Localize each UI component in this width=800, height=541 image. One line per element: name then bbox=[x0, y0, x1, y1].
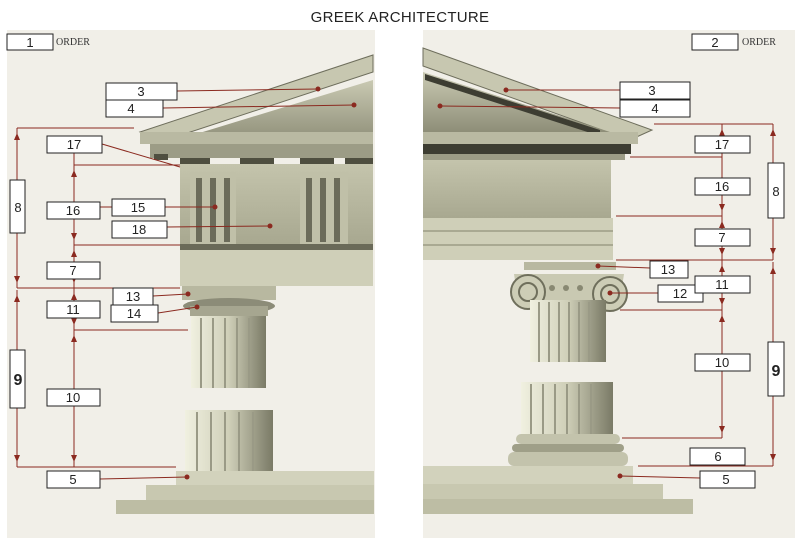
ionic-abacus bbox=[524, 262, 616, 270]
ionic-step-2 bbox=[423, 484, 663, 499]
order-caption-left: 1 ORDER bbox=[6, 33, 90, 51]
label-r3: 3 bbox=[619, 81, 691, 100]
ionic-tympanum bbox=[423, 72, 610, 132]
label-r11: 11 bbox=[694, 275, 751, 294]
order-number-left: 1 bbox=[26, 35, 33, 50]
label-r6: 6 bbox=[689, 447, 746, 466]
label-boxes-right: 3 4 17 8 16 7 13 12 11 10 9 6 5 bbox=[619, 81, 785, 489]
doric-mutules bbox=[150, 144, 373, 158]
label-l14: 14 bbox=[110, 304, 159, 323]
svg-text:11: 11 bbox=[66, 302, 80, 317]
doric-column-lower bbox=[185, 410, 273, 472]
label-r4: 4 bbox=[619, 99, 691, 118]
ionic-base-torus-1 bbox=[516, 434, 620, 444]
svg-text:16: 16 bbox=[715, 179, 729, 194]
doric-step-3 bbox=[116, 500, 374, 514]
label-l10: 10 bbox=[46, 388, 101, 407]
label-l4: 4 bbox=[105, 99, 164, 118]
order-caption-text-left: ORDER bbox=[56, 37, 90, 48]
label-r9: 9 bbox=[767, 341, 785, 397]
svg-text:6: 6 bbox=[714, 449, 721, 464]
svg-text:5: 5 bbox=[722, 472, 729, 487]
svg-text:4: 4 bbox=[127, 101, 134, 116]
svg-text:11: 11 bbox=[715, 277, 729, 292]
doric-step-2 bbox=[146, 485, 374, 500]
label-l18: 18 bbox=[111, 220, 168, 239]
svg-text:7: 7 bbox=[69, 263, 76, 278]
label-r16: 16 bbox=[694, 177, 751, 196]
svg-text:18: 18 bbox=[132, 222, 146, 237]
doric-stylobate bbox=[176, 471, 374, 485]
ionic-step-3 bbox=[423, 499, 693, 514]
label-r7: 7 bbox=[694, 228, 751, 247]
label-l8: 8 bbox=[9, 179, 26, 234]
label-l7: 7 bbox=[46, 261, 101, 280]
svg-text:15: 15 bbox=[131, 200, 145, 215]
doric-architrave bbox=[180, 250, 373, 286]
label-l5: 5 bbox=[46, 470, 101, 489]
label-l15: 15 bbox=[111, 198, 166, 217]
label-r5: 5 bbox=[699, 470, 756, 489]
svg-text:4: 4 bbox=[651, 101, 658, 116]
doric-abacus bbox=[182, 286, 276, 300]
svg-text:8: 8 bbox=[14, 200, 21, 215]
label-l9: 9 bbox=[9, 349, 26, 409]
svg-text:5: 5 bbox=[69, 472, 76, 487]
ionic-architrave bbox=[423, 218, 613, 260]
svg-text:12: 12 bbox=[673, 286, 687, 301]
diagram-title: GREEK ARCHITECTURE bbox=[310, 9, 490, 26]
ionic-building bbox=[422, 47, 693, 514]
label-r13: 13 bbox=[649, 260, 689, 279]
svg-text:3: 3 bbox=[648, 83, 655, 98]
label-l13: 13 bbox=[112, 287, 154, 306]
svg-text:3: 3 bbox=[137, 84, 144, 99]
label-l3: 3 bbox=[105, 82, 178, 101]
label-r10: 10 bbox=[694, 353, 751, 372]
doric-tympanum bbox=[170, 80, 373, 142]
doric-building bbox=[116, 54, 374, 514]
svg-text:9: 9 bbox=[14, 372, 23, 389]
svg-text:17: 17 bbox=[715, 137, 729, 152]
ionic-dentils bbox=[423, 144, 631, 154]
svg-text:13: 13 bbox=[661, 262, 675, 277]
ionic-stylobate bbox=[423, 466, 633, 484]
svg-text:14: 14 bbox=[127, 306, 141, 321]
order-caption-text-right: ORDER bbox=[742, 37, 776, 48]
leader-dots bbox=[184, 86, 623, 480]
label-l11: 11 bbox=[46, 300, 101, 319]
label-boxes-left: 3 4 17 8 16 15 18 7 13 11 14 9 10 5 bbox=[9, 82, 178, 489]
svg-text:10: 10 bbox=[715, 355, 729, 370]
ionic-dentils-raking bbox=[425, 74, 600, 136]
svg-text:16: 16 bbox=[66, 203, 80, 218]
order-number-right: 2 bbox=[711, 35, 718, 50]
ionic-base-torus-2 bbox=[508, 452, 628, 466]
svg-text:9: 9 bbox=[772, 363, 781, 380]
svg-text:7: 7 bbox=[718, 230, 725, 245]
doric-column-upper bbox=[191, 316, 266, 388]
svg-text:17: 17 bbox=[67, 137, 81, 152]
ionic-horizontal-cornice bbox=[423, 132, 638, 144]
doric-horizontal-cornice bbox=[140, 132, 373, 144]
ionic-frieze bbox=[423, 160, 611, 218]
order-caption-right: 2 ORDER bbox=[691, 33, 776, 51]
svg-text:13: 13 bbox=[126, 289, 140, 304]
svg-text:8: 8 bbox=[772, 184, 779, 199]
svg-text:10: 10 bbox=[66, 390, 80, 405]
label-r17: 17 bbox=[694, 135, 751, 154]
label-l17: 17 bbox=[46, 135, 103, 154]
doric-mutule-shadows bbox=[154, 154, 373, 164]
label-r8: 8 bbox=[767, 162, 785, 219]
label-l16: 16 bbox=[46, 201, 101, 220]
